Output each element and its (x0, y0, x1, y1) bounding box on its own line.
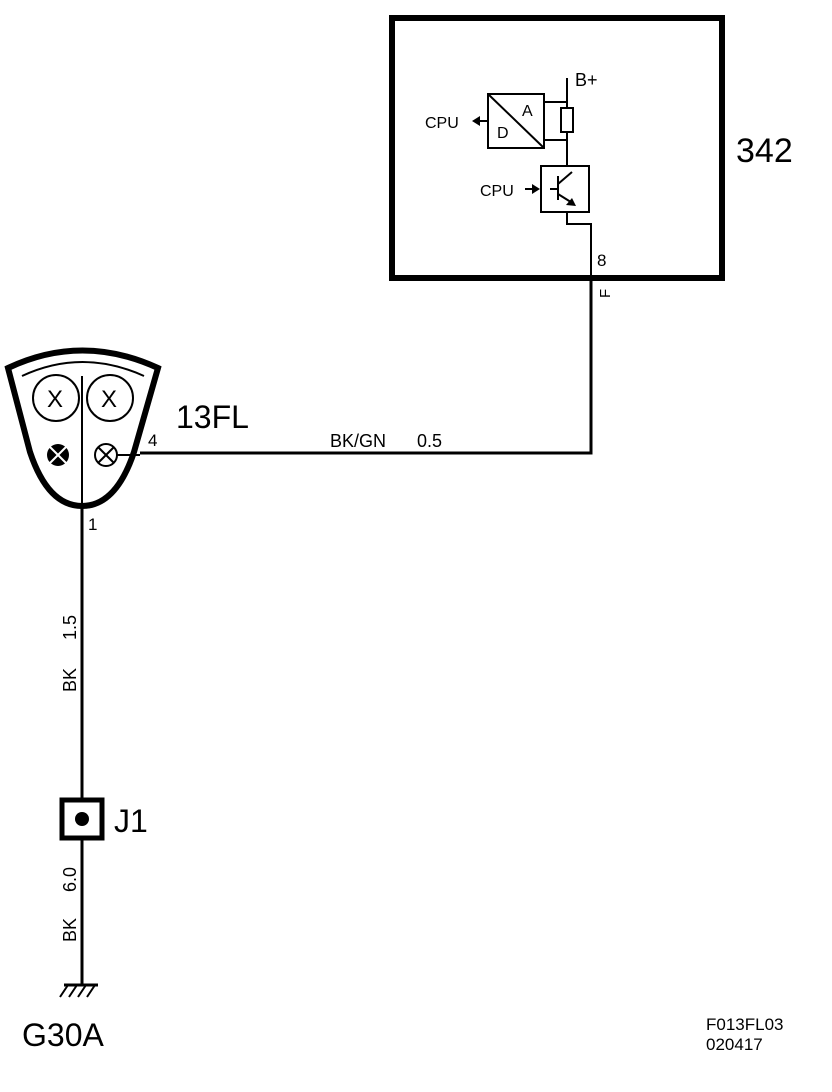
arrow-right-icon (532, 184, 540, 194)
splice-id: J1 (114, 803, 148, 839)
lamp-13fl: X X 13FL 4 1 (4, 347, 249, 534)
module-box (389, 15, 725, 281)
supply-label: B+ (575, 70, 598, 90)
ground-icon (59, 983, 98, 998)
wire-ground-lower-color: BK (60, 918, 80, 942)
module-pin-label: 8 (597, 251, 606, 270)
wire-ground-lower-size: 6.0 (60, 867, 80, 892)
transistor-block: CPU (480, 165, 592, 278)
pullup-resistor: B+ (560, 70, 598, 166)
lamp-pin-ground: 1 (88, 515, 97, 534)
wire-ground-lower: BK 6.0 (60, 838, 84, 985)
arrow-left-icon (472, 116, 480, 126)
led-open-icon (94, 443, 118, 467)
wire-ground-upper: BK 1.5 (60, 506, 84, 800)
resistor-icon (560, 107, 574, 133)
transistor-icon (566, 198, 576, 206)
ground-g30a: G30A (22, 983, 104, 1053)
module-342: 342 A D CPU B+ (389, 15, 793, 298)
bulb-icon: X (32, 374, 80, 422)
wire-ground-upper-color: BK (60, 668, 80, 692)
adc-bottom-label: D (497, 125, 509, 142)
svg-text:X: X (101, 386, 117, 413)
wire-bkgn: BK/GN 0.5 (140, 278, 593, 455)
adc-block: A D CPU (425, 92, 568, 149)
ground-id: G30A (22, 1017, 104, 1053)
drawing-code-block: F013FL03 020417 (706, 1015, 784, 1054)
lamp-id: 13FL (176, 399, 249, 435)
module-pin-code: F (597, 289, 614, 298)
wire-signal-size: 0.5 (417, 431, 442, 451)
bulb-icon: X (86, 374, 134, 422)
splice-j1: J1 (59, 797, 148, 841)
lamp-pin-signal: 4 (148, 431, 157, 450)
wire-signal-color: BK/GN (330, 431, 386, 451)
module-id: 342 (736, 132, 793, 170)
wire-ground-upper-size: 1.5 (60, 615, 80, 640)
transistor-cpu-label: CPU (480, 183, 514, 200)
svg-text:X: X (47, 386, 63, 413)
adc-cpu-label: CPU (425, 115, 459, 132)
drawing-code: F013FL03 (706, 1015, 784, 1034)
led-filled-icon (47, 444, 69, 466)
adc-top-label: A (522, 103, 533, 120)
drawing-date: 020417 (706, 1035, 763, 1054)
